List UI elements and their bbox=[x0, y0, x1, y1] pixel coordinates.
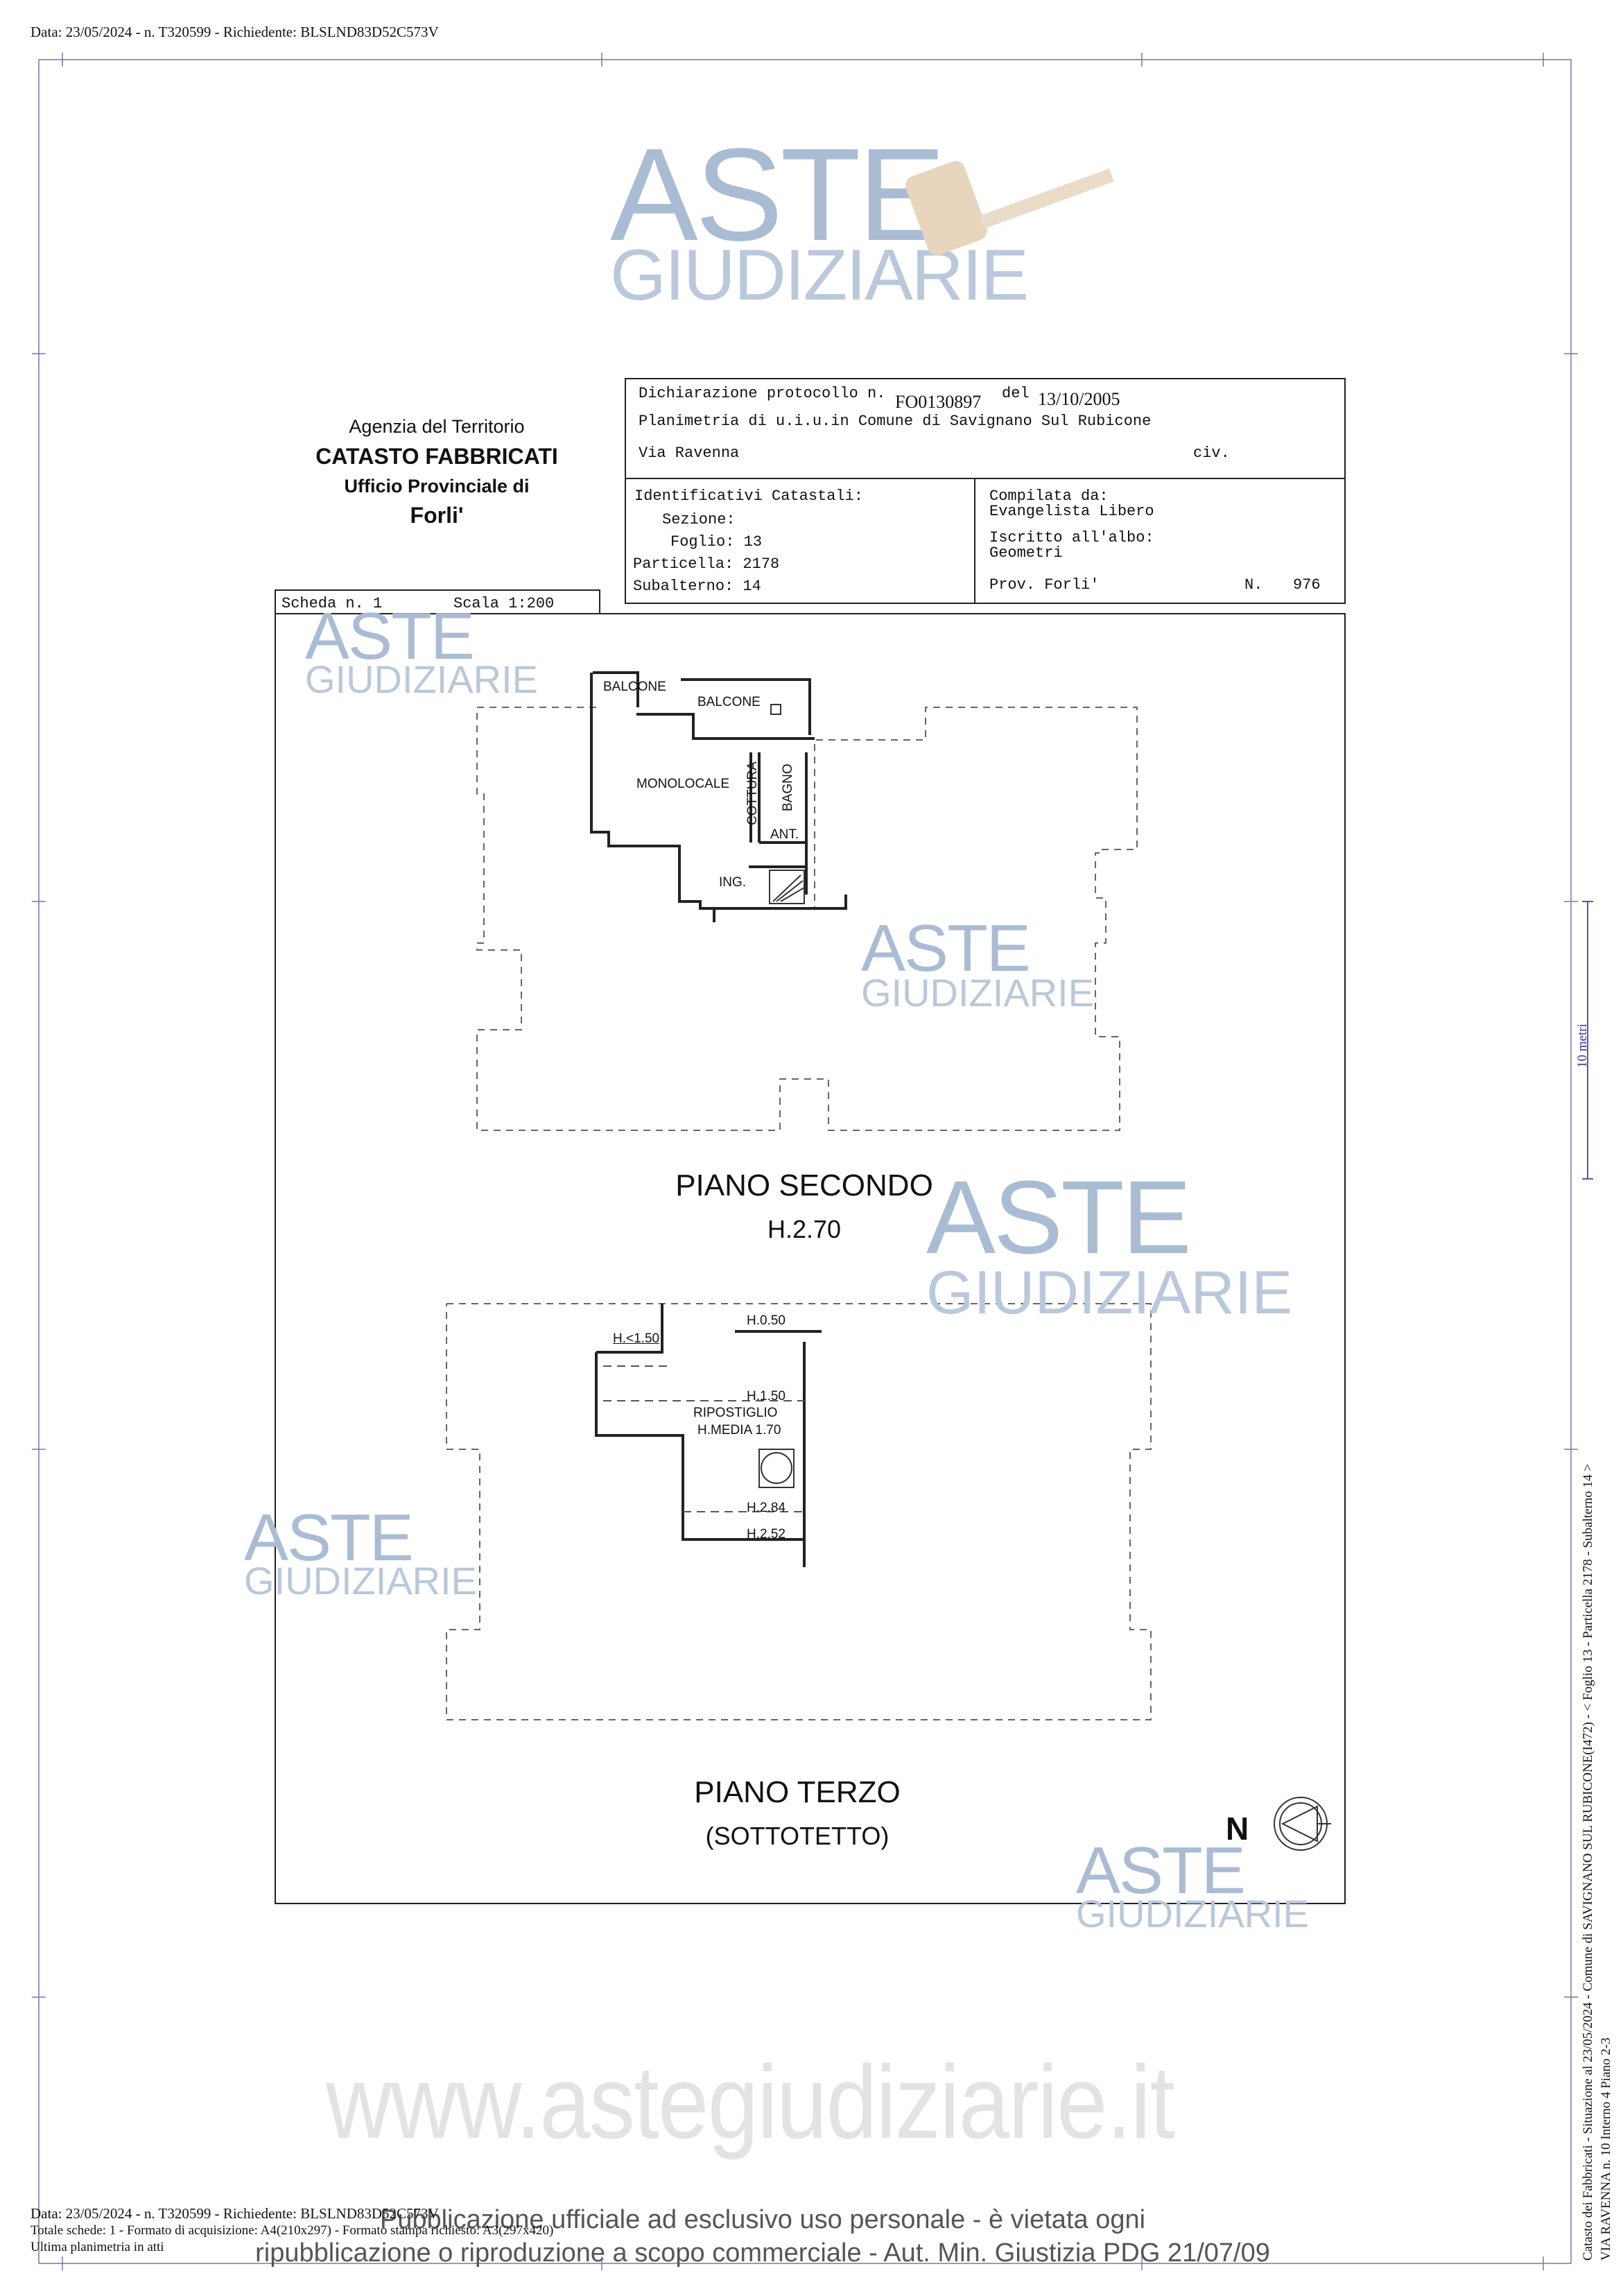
compiler-name: Evangelista Libero bbox=[989, 503, 1154, 520]
compiler-label: Compilata da: bbox=[989, 487, 1109, 505]
compiler-prov: Prov. Forli' bbox=[989, 576, 1100, 594]
room-cottura: COTTURA bbox=[745, 761, 760, 825]
sheet-scheda: Scheda n. 1 bbox=[281, 595, 383, 612]
gavel-icon bbox=[905, 161, 1114, 255]
room-balcone-1: BALCONE bbox=[603, 680, 666, 694]
floor3-h1: H.<1.50 bbox=[613, 1331, 660, 1346]
floor3-title: PIANO TERZO bbox=[694, 1775, 901, 1809]
watermark-giudiziarie-5: GIUDIZIARIE bbox=[244, 1559, 478, 1603]
watermark-aste-4: ASTE bbox=[926, 1159, 1192, 1275]
floor2-title: PIANO SECONDO bbox=[675, 1168, 933, 1202]
floor2-height: H.2.70 bbox=[767, 1215, 842, 1243]
room-ing: ING. bbox=[719, 875, 747, 890]
room-ant: ANT. bbox=[770, 827, 799, 842]
identifier-foglio: Foglio: 13 bbox=[670, 533, 763, 551]
albo-label: Iscritto all'albo: bbox=[989, 529, 1154, 546]
footer-line1: Data: 23/05/2024 - n. T320599 - Richiede… bbox=[31, 2205, 439, 2222]
watermark-url: www.astegiudiziarie.it bbox=[326, 2044, 1175, 2160]
identifiers-title: Identificativi Catastali: bbox=[634, 487, 864, 505]
footer-line3: Ultima planimetria in atti bbox=[31, 2240, 164, 2254]
compiler-box: Compilata da: Evangelista Libero Iscritt… bbox=[974, 478, 1346, 604]
street: Via Ravenna bbox=[639, 444, 740, 462]
watermark-giudiziarie-4: GIUDIZIARIE bbox=[926, 1258, 1293, 1327]
watermark-aste-6: ASTE bbox=[1076, 1833, 1246, 1908]
protocol-number: FO0130897 bbox=[895, 392, 982, 412]
publication-line1: Pubblicazione ufficiale ad esclusivo uso… bbox=[379, 2205, 1146, 2234]
protocol-label: Dichiarazione protocollo n. bbox=[639, 385, 886, 402]
watermark-aste-5: ASTE bbox=[244, 1501, 414, 1575]
plan-line: Planimetria di u.i.u.in Comune di Savign… bbox=[639, 413, 1152, 430]
side-text-line2: VIA RAVENNA n. 10 Interno 4 Piano 2-3 bbox=[1599, 2037, 1613, 2261]
floor2-stair bbox=[769, 870, 805, 904]
identifier-sezione: Sezione: bbox=[662, 511, 736, 528]
agency-line4: Forli' bbox=[410, 503, 464, 528]
north-arrow-icon bbox=[1274, 1797, 1331, 1851]
watermark-aste-3: ASTE bbox=[861, 911, 1031, 985]
watermark-giudiziarie-6: GIUDIZIARIE bbox=[1076, 1892, 1310, 1935]
drawing-frame bbox=[275, 613, 1346, 1904]
identifiers-box: Identificativi Catastali: Sezione: Fogli… bbox=[625, 478, 975, 604]
watermark-aste-top: ASTE bbox=[610, 121, 946, 268]
agency-line3: Ufficio Provinciale di bbox=[344, 476, 530, 497]
watermark-aste-2: ASTE bbox=[305, 599, 475, 673]
identifier-subalterno: Subalterno: 14 bbox=[633, 578, 761, 595]
albo-value: Geometri bbox=[989, 544, 1063, 562]
declaration-date: 13/10/2005 bbox=[1038, 389, 1120, 409]
floor2-vent bbox=[770, 704, 781, 715]
room-balcone-2: BALCONE bbox=[697, 695, 761, 709]
del-label: del bbox=[1002, 385, 1030, 402]
sheet-scala: Scala 1:200 bbox=[453, 595, 555, 612]
floor2-unit-walls bbox=[590, 671, 847, 922]
footer-line2: Totale schede: 1 - Formato di acquisizio… bbox=[31, 2223, 554, 2238]
floor3-h4: H.2.84 bbox=[747, 1501, 786, 1515]
floor3-h2: H.0.50 bbox=[747, 1313, 786, 1328]
floor3-hmedia: H.MEDIA 1.70 bbox=[697, 1423, 781, 1438]
identifier-particella: Particella: 2178 bbox=[633, 555, 780, 573]
agency-line1: Agenzia del Territorio bbox=[349, 416, 525, 437]
floor3-height-lines bbox=[603, 1365, 804, 1512]
floor3-unit-walls bbox=[595, 1304, 822, 1567]
watermark-giudiziarie-3: GIUDIZIARIE bbox=[861, 971, 1095, 1015]
room-bagno: BAGNO bbox=[781, 763, 795, 811]
watermark-giudiziarie-top: GIUDIZIARIE bbox=[610, 235, 1029, 316]
floor3-ripostiglio: RIPOSTIGLIO bbox=[693, 1406, 778, 1420]
floor3-h5: H.2.52 bbox=[747, 1527, 786, 1542]
agency-line2: CATASTO FABBRICATI bbox=[315, 444, 558, 469]
watermark-giudiziarie-2: GIUDIZIARIE bbox=[305, 657, 539, 701]
room-monolocale: MONOLOCALE bbox=[636, 777, 730, 791]
floor2-building-outline bbox=[476, 707, 1138, 1131]
publication-line2: ripubblicazione o riproduzione a scopo c… bbox=[255, 2238, 1270, 2268]
compass-letter: N bbox=[1226, 1811, 1249, 1847]
compiler-n-label: N. bbox=[1244, 576, 1263, 594]
floor3-h3: H.1.50 bbox=[747, 1389, 786, 1404]
floor3-building-outline bbox=[446, 1303, 1152, 1720]
top-info: Data: 23/05/2024 - n. T320599 - Richiede… bbox=[31, 24, 439, 40]
floor3-subtitle: (SOTTOTETTO) bbox=[705, 1822, 889, 1850]
floor3-stair bbox=[758, 1449, 795, 1488]
compiler-n-value: 976 bbox=[1293, 576, 1321, 594]
civ-label: civ. bbox=[1193, 444, 1230, 462]
